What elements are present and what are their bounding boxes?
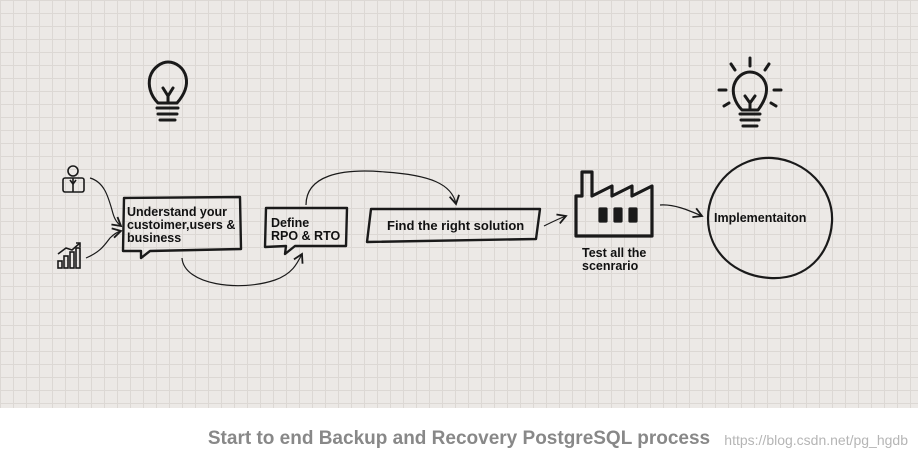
lightbulb-glowing-icon (717, 56, 783, 128)
step-understand-line-2: custoimer,users & (127, 218, 236, 232)
connector-define-to-solution (305, 170, 460, 206)
connector-user-to-understand (89, 177, 123, 228)
define-box-shape (263, 206, 349, 256)
caption-bar (0, 408, 918, 461)
step-define-label: Define RPO & RTO (271, 217, 340, 243)
factory-icon (574, 170, 654, 238)
solution-box-shape (365, 207, 542, 244)
step-test-label: Test all the scenrario (582, 247, 646, 273)
implement-circle-shape (706, 156, 834, 280)
connector-solution-to-test (543, 213, 568, 227)
step-test-line-1: Test all the (582, 246, 647, 260)
step-define-line-1: Define (271, 216, 310, 230)
connector-test-to-implement (659, 204, 704, 218)
diagram-canvas: Understand your custoimer,users & busine… (0, 0, 918, 408)
connector-chart-to-understand (85, 227, 123, 259)
understand-box-shape (121, 195, 243, 260)
watermark: https://blog.csdn.net/pg_hgdb (724, 432, 908, 448)
user-icon (62, 165, 85, 193)
connector-understand-to-define (181, 252, 304, 287)
step-understand-label: Understand your custoimer,users & busine… (127, 206, 235, 245)
step-solution-label: Find the right solution (387, 218, 525, 233)
step-implement-label: Implementaiton (714, 211, 807, 225)
flow-diagram (57, 56, 834, 287)
figure-caption: Start to end Backup and Recovery Postgre… (207, 428, 711, 449)
step-define-line-2: RPO & RTO (271, 229, 341, 243)
lightbulb-icon (147, 60, 188, 122)
step-test-line-2: scenrario (582, 259, 639, 273)
step-understand-line-1: Understand your (127, 205, 228, 219)
step-understand-line-3: business (127, 231, 182, 245)
growth-chart-icon (57, 242, 81, 269)
